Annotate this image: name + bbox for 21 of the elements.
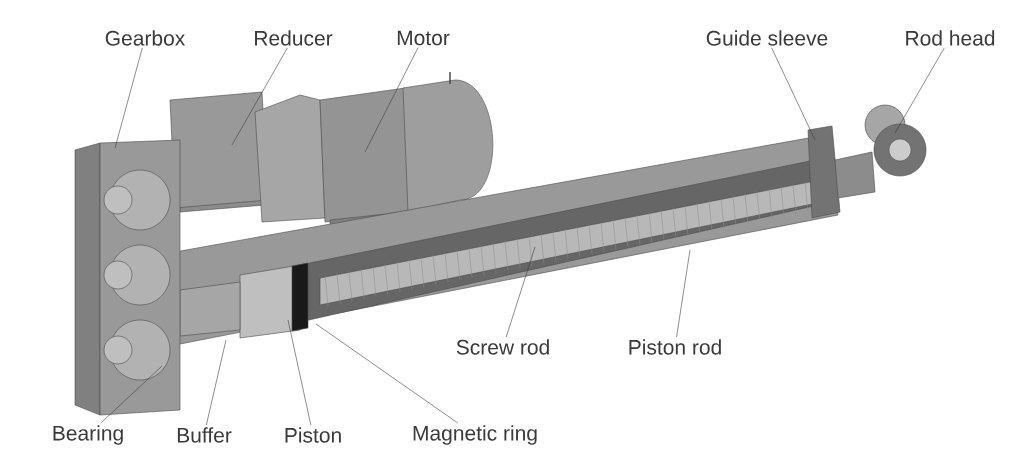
part-label: Motor: [397, 30, 450, 46]
leader-line: [771, 47, 816, 141]
part-label: Bearing: [53, 425, 123, 445]
leader-line: [315, 323, 459, 424]
part-label: Reducer: [255, 30, 333, 46]
part-label: Piston: [285, 427, 341, 443]
part-label: Magnetic ring: [413, 425, 537, 445]
part-label: Screw rod: [456, 339, 549, 355]
leader-line: [505, 246, 536, 338]
part-label: Piston rod: [629, 339, 721, 355]
part-label: Rod head: [906, 30, 995, 46]
leader-line: [676, 249, 691, 338]
leader-line: [114, 47, 143, 149]
part-label: Buffer: [177, 427, 232, 443]
leader-line: [894, 47, 945, 134]
leader-line: [206, 339, 227, 426]
part-label: Gearbox: [105, 30, 186, 46]
leader-line: [287, 319, 312, 426]
leader-line: [364, 47, 419, 153]
leader-line: [231, 47, 288, 146]
part-label: Guide sleeve: [706, 30, 828, 46]
